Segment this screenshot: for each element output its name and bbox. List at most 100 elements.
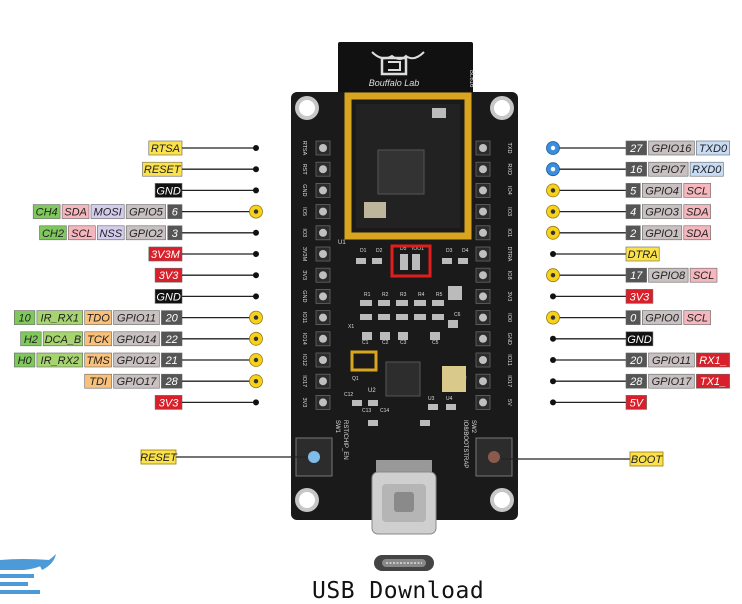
pin-label-gnd: GND (156, 291, 181, 303)
pin-label-num: 27 (629, 143, 643, 155)
pin-label-num: 5 (630, 185, 637, 197)
smd-part (420, 420, 430, 426)
smd-part (362, 332, 372, 340)
smd-part (432, 314, 444, 320)
pin-label-ctrl: RESET (144, 164, 182, 176)
header-pin-hole (479, 165, 487, 173)
pin-label-ctrl: RTSA (151, 143, 180, 155)
right-silk-label: IO4 (506, 186, 512, 195)
pin-label-gpio: GPIO7 (652, 164, 687, 176)
right-pin-row: DTRA (550, 247, 659, 261)
left-pin-row: 20GPIO11TDOIR_RX110 (14, 311, 262, 325)
io-marker-core (551, 209, 555, 213)
right-silk-label: RXD (506, 163, 512, 175)
pin-label-num: 21 (165, 355, 178, 367)
pin-label-num: 6 (172, 207, 179, 219)
pin-dot-icon (253, 251, 259, 257)
pin-dot-icon (253, 187, 259, 193)
smd-silk-label: C6 (454, 312, 461, 318)
pin-label-ctrl: DTRA (628, 249, 658, 261)
pin-dot-icon (550, 251, 556, 257)
pin-label-jtag: TDI (89, 376, 107, 388)
pin-label-gpio: GPIO11 (117, 313, 156, 325)
pin-label-gnd: GND (627, 334, 652, 346)
header-pin-hole (479, 208, 487, 216)
pin-label-gpio: GPIO8 (652, 270, 687, 282)
right-silk-label: 3V3 (506, 292, 512, 302)
pin-label-gpio: GPIO14 (117, 334, 157, 346)
smd-silk-label: D2 (376, 248, 383, 254)
pin-label-num: 0 (630, 313, 637, 325)
pin-label-jtag: TCK (87, 334, 110, 346)
header-pin-hole (479, 229, 487, 237)
header-pin-hole (319, 250, 327, 258)
pin-dot-icon (550, 378, 556, 384)
smd-part (448, 320, 458, 328)
smd-part (448, 286, 462, 300)
smd-part (446, 404, 456, 410)
smd-part (368, 400, 378, 406)
left-pin-row: 28GPIO17TDI (85, 374, 263, 388)
right-pin-row: 5GPIO4SCL (547, 183, 711, 197)
usb-c-icon (374, 555, 434, 571)
smd-part (400, 254, 408, 270)
pin-label-spi: NSS (99, 228, 122, 240)
left-pin-row: 3V3 (155, 268, 259, 282)
pin-label-uart: TXD0 (699, 143, 728, 155)
header-pin-hole (479, 271, 487, 279)
pin-dot-icon (550, 293, 556, 299)
smd-silk-label: U3 (428, 396, 435, 402)
left-pin-row: RTSA (149, 141, 259, 155)
pin-label-pwm: 10 (18, 313, 31, 325)
pin-label-pwr: 3V3 (630, 291, 650, 303)
right-pin-row: 2GPIO1SDA (547, 226, 711, 240)
pin-label-pwm: CH2 (42, 228, 64, 240)
pin-label-gpio: GPIO17 (117, 376, 158, 388)
io-marker-core (254, 209, 258, 213)
left-pin-row: GND (155, 289, 259, 303)
pin-label-pwm: CH4 (36, 207, 58, 219)
smd-part (432, 300, 444, 306)
header-pin-hole (479, 335, 487, 343)
left-silk-label: RST (301, 164, 307, 176)
pin-label-i2c: SCL (693, 270, 714, 282)
header-pin-hole (319, 144, 327, 152)
left-silk-label: IO14 (301, 333, 307, 345)
pin-dot-icon (550, 399, 556, 405)
smd-part (378, 300, 390, 306)
io-marker-core (551, 273, 555, 277)
smd-part (356, 258, 366, 264)
smd-silk-label: C5 (432, 340, 439, 346)
header-pin-hole (319, 165, 327, 173)
pin-label-pwr: 3V3M (151, 249, 181, 261)
smd-silk-label: D1 (360, 248, 367, 254)
board-logo-text: Bouffalo Lab (369, 78, 420, 88)
left-pin-row: 21GPIO12TMSIR_RX2H0 (14, 353, 262, 367)
right-pin-row: GND (550, 332, 653, 346)
wireless-module: U1 BL616 (338, 70, 474, 246)
boot-silk: IO8/BOOTSTRAP (462, 420, 468, 468)
smd-silk-label: C14 (380, 408, 389, 414)
smd-silk-label: U4 (446, 396, 453, 402)
module-label: U1 (338, 240, 346, 246)
pin-label-num: 17 (630, 270, 643, 282)
smd-part (378, 314, 390, 320)
left-pin-labels: RTSARESETGND6GPIO5MOSISDACH43GPIO2NSSSCL… (14, 141, 262, 409)
header-pin-hole (319, 335, 327, 343)
header-pin-hole (319, 208, 327, 216)
smd-part (442, 258, 452, 264)
pin-label-num: 4 (630, 207, 636, 219)
left-silk-label: 3V3 (301, 398, 307, 408)
smd-silk-label: R5 (436, 292, 443, 298)
pin-label-ir: IR_RX1 (41, 313, 80, 325)
smd-part (360, 300, 372, 306)
right-pin-row: 0GPIO0SCL (547, 311, 711, 325)
pin-label-pwr: 5V (630, 397, 645, 409)
left-silk-label: IO5 (301, 207, 307, 216)
smd-silk-label: D4 (462, 248, 469, 254)
right-silk-label: TXD (506, 143, 512, 154)
smd-silk-label: C12 (344, 392, 353, 398)
left-pin-row: RESET (143, 162, 260, 176)
left-silk-label: RTSA (301, 141, 307, 156)
smd-part (396, 314, 408, 320)
